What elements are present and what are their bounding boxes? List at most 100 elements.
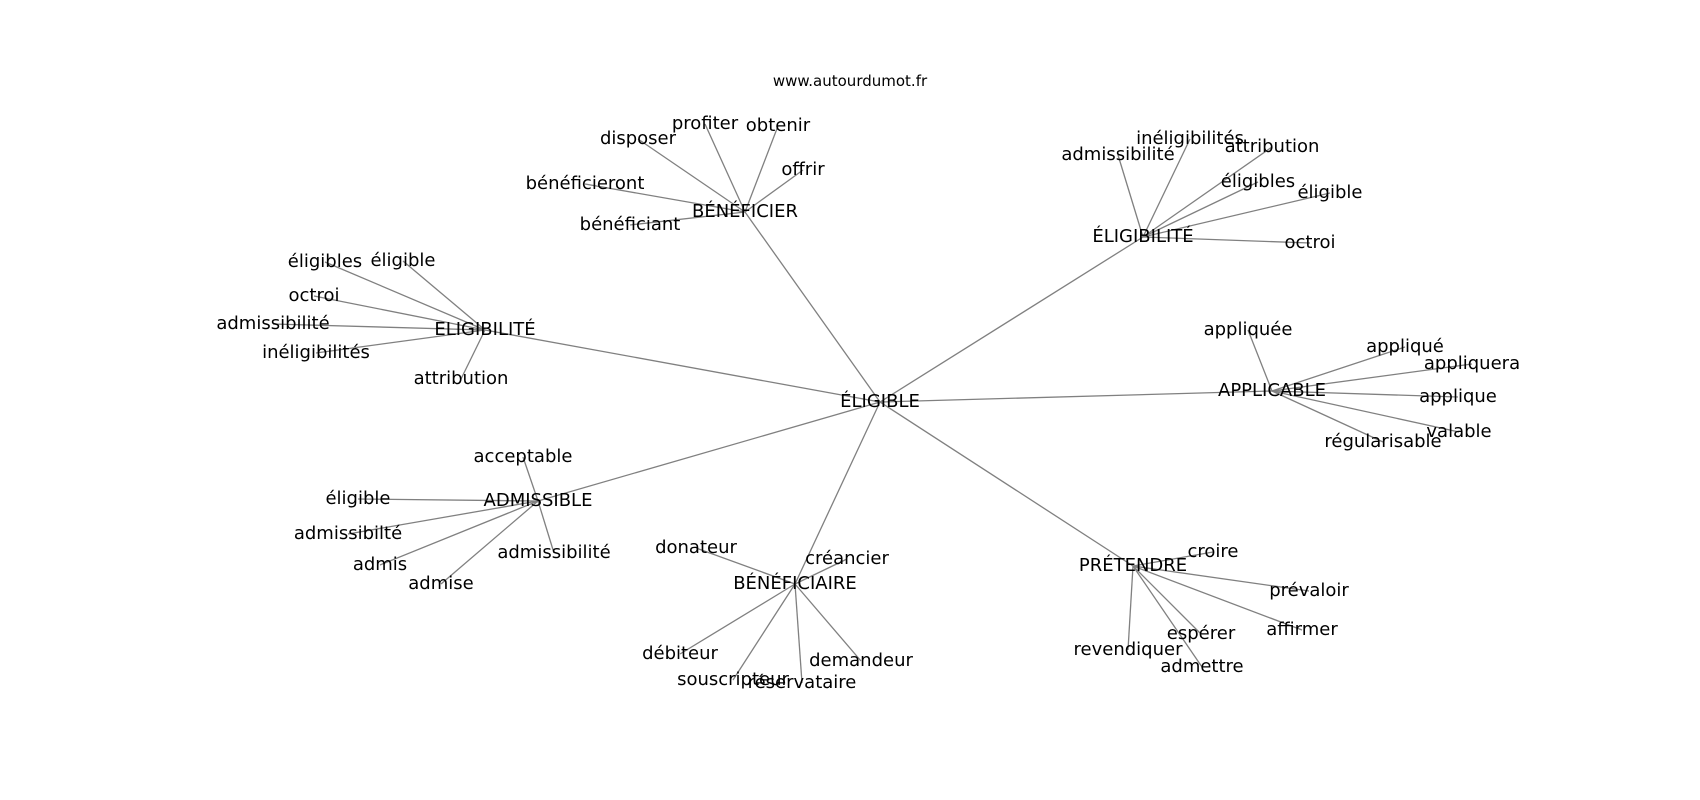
leaf-node-label: affirmer [1266,619,1338,640]
edge-hub-to-leaf [1142,146,1273,238]
leaf-node-label: attribution [414,368,509,389]
edge-hub-to-leaf [1142,181,1259,238]
hub-node-label: BÉNÉFICIAIRE [733,572,857,594]
leaf-node-label: inéligibilités [1136,128,1244,149]
hub-node-label: ÉLIGIBILITÉ [1092,225,1193,247]
leaf-node-label: admise [408,573,473,594]
leaf-node-label: obtenir [746,115,811,136]
edge-hub-to-leaf [1132,565,1203,668]
edge-hub-to-leaf [732,583,796,681]
leaf-node-label: octroi [1285,232,1336,253]
edge-hub-to-leaf [794,583,803,684]
graph-edges [272,123,1473,684]
edge-center-to-hub [879,236,1144,403]
hub-node-label: APPLICABLE [1218,380,1326,401]
edge-center-to-hub [794,401,881,585]
leaf-node-label: appliquera [1424,353,1520,374]
leaf-node-label: demandeur [809,650,913,671]
edge-hub-to-leaf [315,329,486,354]
leaf-node-label: donateur [655,537,737,558]
edge-hub-to-leaf [679,583,796,655]
edge-center-to-hub [879,401,1134,567]
leaf-node-label: prévaloir [1269,580,1349,601]
leaf-node-label: applique [1419,386,1497,407]
edge-hub-to-leaf [460,329,486,380]
leaf-node-label: espérer [1167,623,1236,644]
edge-hub-to-leaf [794,558,848,585]
leaf-node-label: bénéficieront [526,173,645,194]
leaf-node-label: admissibilité [497,542,610,563]
leaf-node-label: appliqué [1366,336,1444,357]
edge-center-to-hub [879,390,1273,403]
leaf-node-label: débiteur [642,643,718,664]
edge-hub-to-leaf [629,211,746,226]
edge-hub-to-leaf [1271,363,1473,392]
leaf-node-label: valable [1426,421,1491,442]
edge-center-to-hub [744,211,881,403]
edge-hub-to-leaf [637,138,746,213]
edge-hub-to-leaf [537,500,555,554]
edge-hub-to-leaf [695,547,796,585]
leaf-node-label: admissibilité [1061,144,1174,165]
leaf-node-label: profiter [672,113,739,134]
edge-hub-to-leaf [744,125,779,213]
edge-hub-to-leaf [1132,565,1202,635]
edge-hub-to-leaf [1132,565,1310,592]
edge-hub-to-leaf [1271,346,1406,392]
edge-hub-to-leaf [272,323,486,331]
leaf-node-label: appliquée [1204,319,1293,340]
leaf-node-label: inéligibilités [262,342,370,363]
edge-hub-to-leaf [440,500,539,585]
leaf-node-label: admis [353,554,407,575]
edge-hub-to-leaf [522,456,539,502]
leaf-node-label: éligible [325,488,390,509]
edge-hub-to-leaf [379,500,539,566]
edge-center-to-hub [484,329,881,403]
hub-node-label: ELIGIBILITÉ [434,318,535,340]
edge-hub-to-leaf [1132,565,1303,631]
edge-hub-to-leaf [357,498,539,502]
leaf-node-label: régularisable [1324,431,1441,452]
leaf-node-label: attribution [1225,136,1320,157]
leaf-node-label: éligible [370,250,435,271]
center-node-label: ÉLIGIBLE [840,390,920,412]
leaf-node-label: offrir [781,159,825,180]
edge-hub-to-leaf [794,583,862,662]
edge-hub-to-leaf [402,260,486,331]
leaf-node-label: octroi [289,285,340,306]
edge-hub-to-leaf [1271,390,1384,443]
hub-node-label: PRÉTENDRE [1079,554,1187,576]
edge-hub-to-leaf [744,169,804,213]
leaf-node-label: réservataire [748,672,857,693]
leaf-node-label: éligibles [1221,171,1295,192]
edge-hub-to-leaf [313,295,486,331]
leaf-node-label: créancier [805,548,889,569]
leaf-node-label: croire [1188,541,1239,562]
edge-hub-to-leaf [1271,390,1459,398]
edge-hub-to-leaf [347,500,539,535]
leaf-node-label: revendiquer [1074,639,1184,660]
leaf-node-label: bénéficiant [580,214,681,235]
edge-hub-to-leaf [1271,390,1460,433]
watermark-text: www.autourdumot.fr [772,72,928,90]
edge-hub-to-leaf [1127,565,1134,651]
leaf-node-label: disposer [600,128,677,149]
leaf-node-label: acceptable [474,446,573,467]
edge-hub-to-leaf [324,261,486,331]
hub-node-label: BÉNÉFICIER [692,200,798,222]
edge-hub-to-leaf [1132,551,1214,567]
edge-hub-to-leaf [1142,138,1191,238]
edge-hub-to-leaf [1142,236,1311,244]
hub-node-label: ADMISSIBLE [484,490,593,511]
leaf-node-label: éligible [1297,182,1362,203]
leaf-node-label: admissibilté [294,523,402,544]
leaf-node-label: admissibilité [216,313,329,334]
edge-center-to-hub [537,401,881,502]
leaf-node-label: éligibles [288,251,362,272]
leaf-node-label: souscripteur [677,669,789,690]
edge-hub-to-leaf [1247,329,1273,392]
edge-hub-to-leaf [1117,154,1144,238]
leaf-node-label: admettre [1160,656,1243,677]
